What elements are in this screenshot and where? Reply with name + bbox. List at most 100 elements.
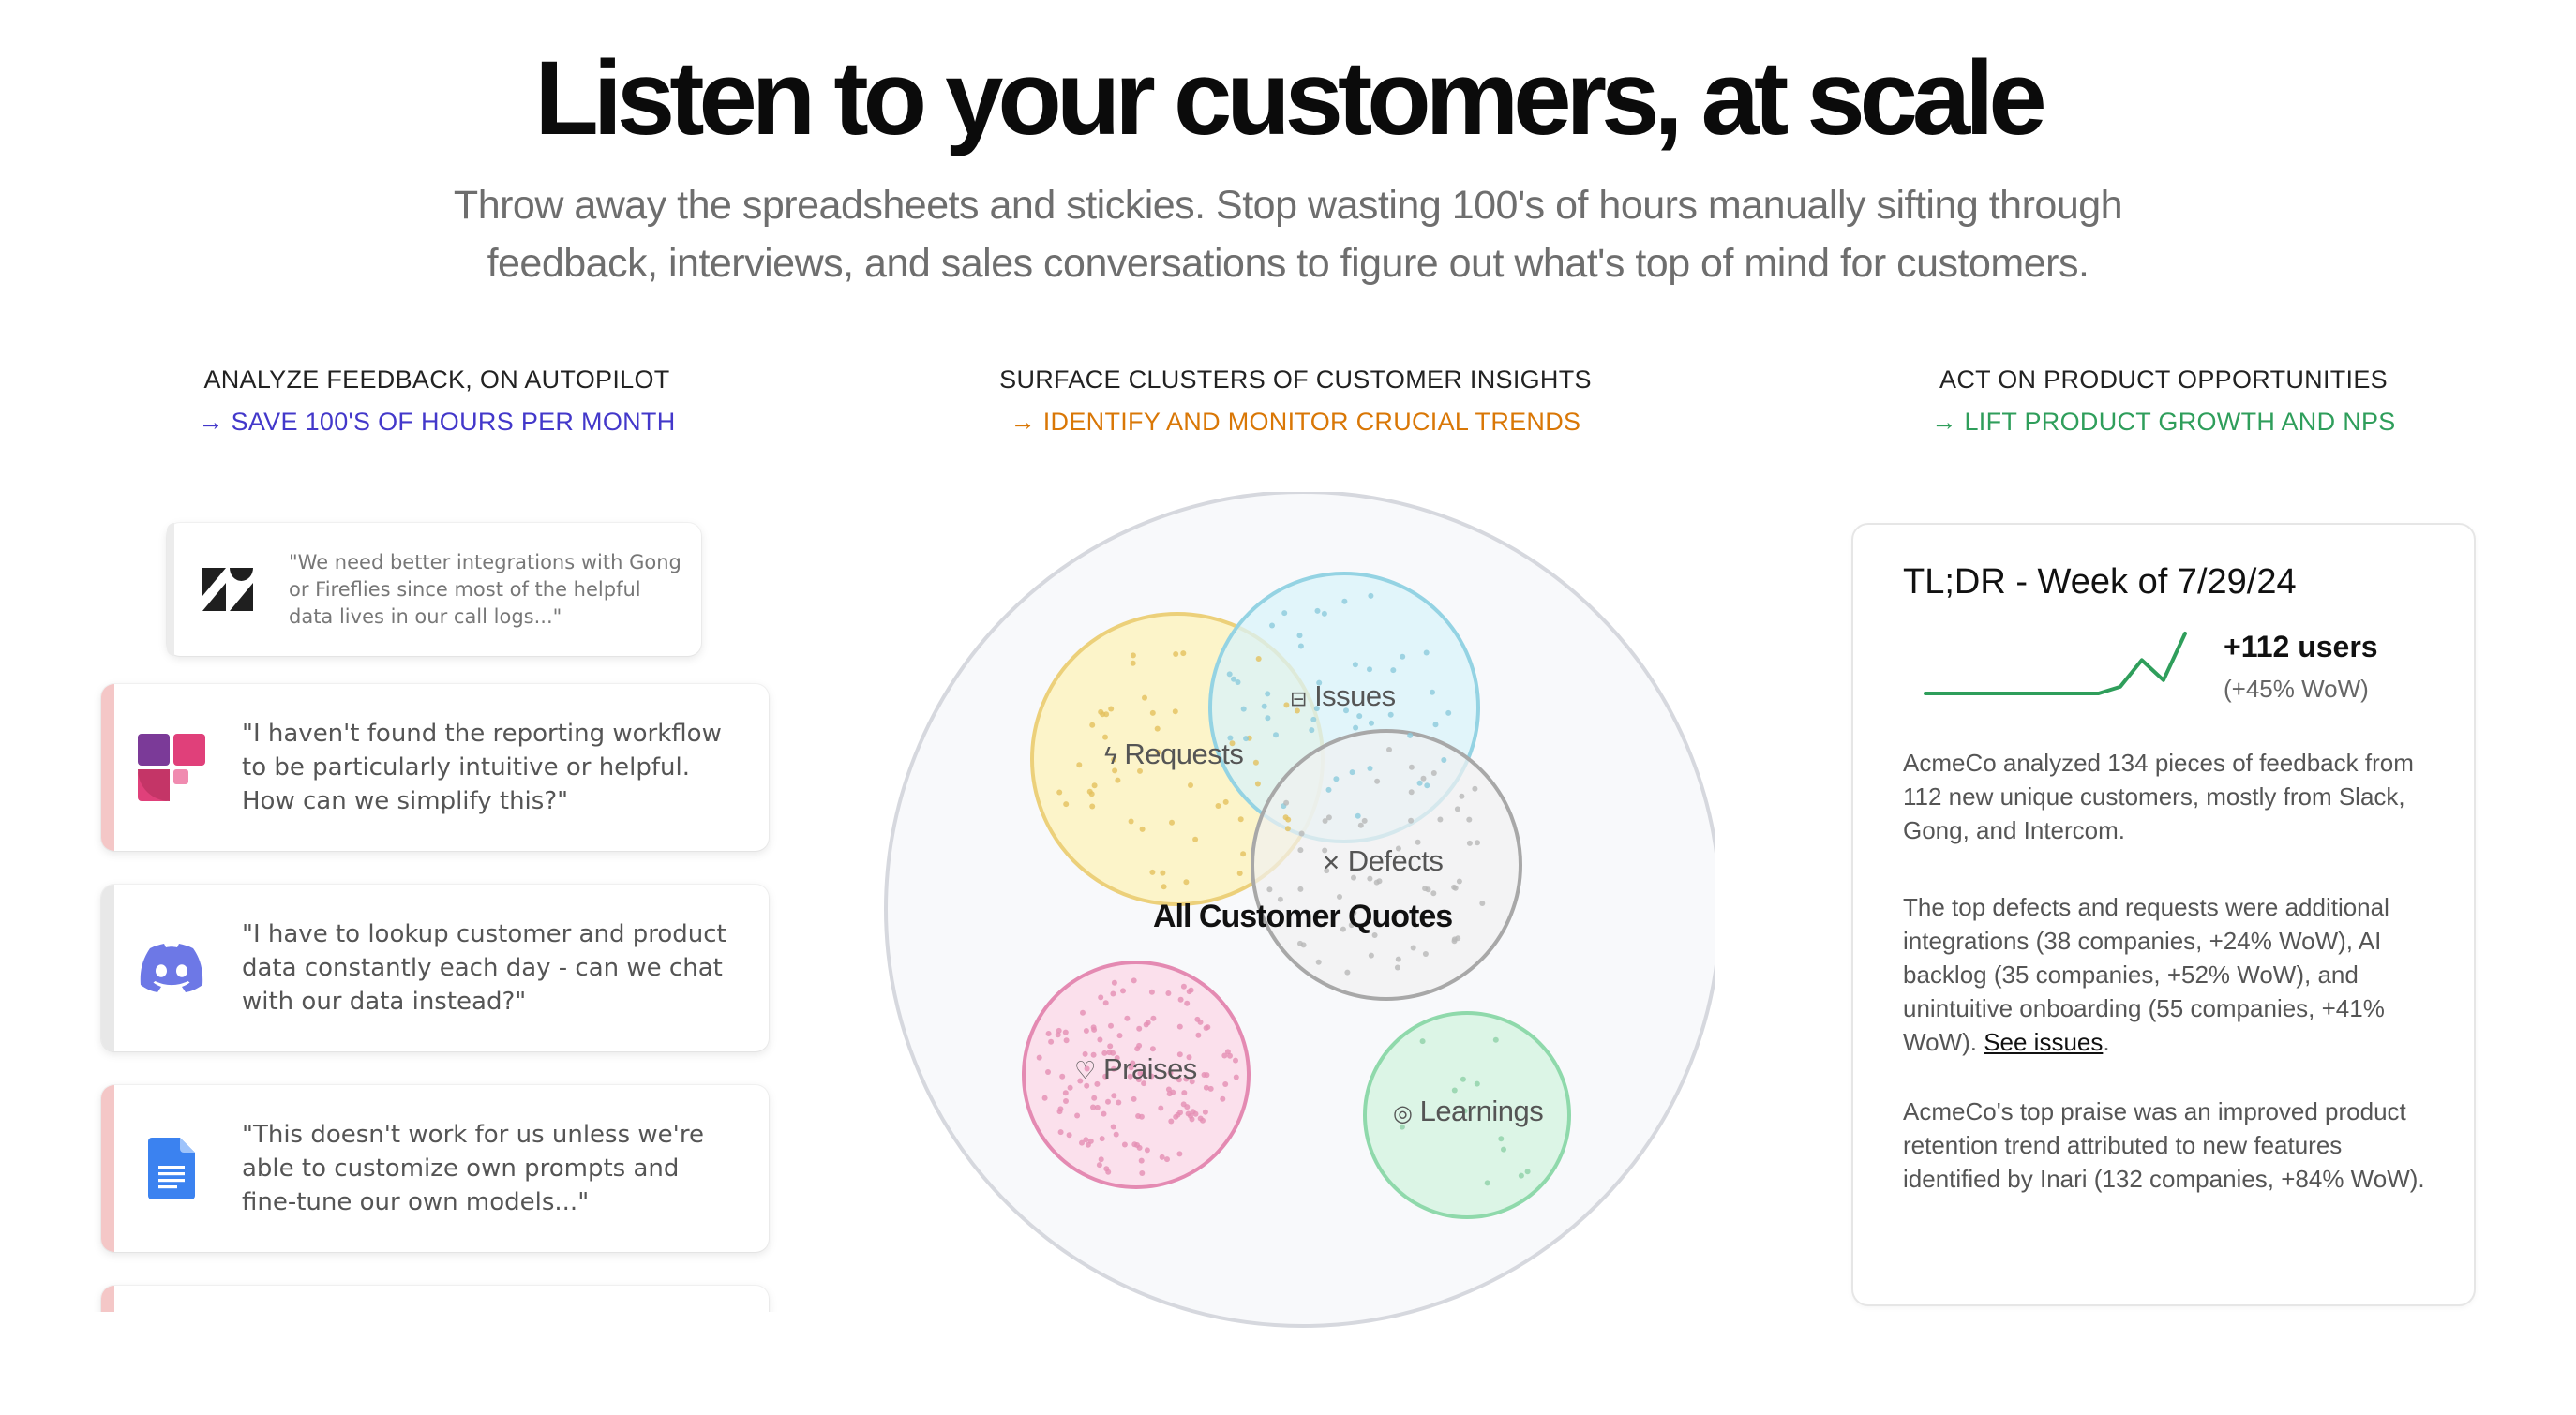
quote-dot — [1437, 816, 1444, 823]
quote-dot — [1091, 782, 1098, 789]
quote-dot — [1466, 816, 1473, 823]
quote-dot — [1121, 1141, 1128, 1148]
quote-dot — [1080, 1009, 1086, 1016]
quote-dot — [1094, 1104, 1101, 1110]
learnings-circle — [1363, 1011, 1571, 1219]
quote-dot — [1099, 1136, 1105, 1142]
cluster-issues: ⊟ Issues — [1290, 679, 1396, 713]
quote-dot — [1136, 1042, 1143, 1049]
tools-icon: ✕ — [1322, 851, 1340, 876]
quote-dot — [1111, 1093, 1117, 1099]
quote-dot — [1265, 691, 1271, 697]
quote-dot — [1410, 945, 1416, 951]
quote-dot — [1472, 785, 1478, 792]
quote-dot — [1298, 830, 1305, 837]
quote-dot — [1077, 1078, 1084, 1084]
column-heading-tagline: → IDENTIFY AND MONITOR CRUCIAL TRENDS — [1010, 408, 1581, 436]
quote-dot — [1203, 1084, 1209, 1091]
quote-dot — [1432, 722, 1439, 728]
quote-dot — [1367, 766, 1373, 771]
quote-dot — [1205, 1024, 1211, 1031]
quote-dot — [1192, 836, 1199, 842]
quote-dot — [1357, 822, 1364, 828]
quote-dot — [1316, 679, 1323, 686]
quote-dot — [1102, 1000, 1109, 1006]
quote-dot — [1273, 732, 1279, 738]
quote-dot — [1159, 1154, 1165, 1160]
quote-dot — [1090, 1051, 1097, 1058]
quote-dot — [1188, 782, 1193, 788]
quote-dot — [1390, 667, 1397, 674]
quote-dot — [1101, 1050, 1108, 1056]
quote-dot — [1176, 1051, 1183, 1058]
quote-dot — [1344, 969, 1351, 976]
quote-dot — [1097, 1036, 1103, 1043]
quote-dot — [1127, 1073, 1133, 1080]
lightning-icon: ϟ — [1104, 741, 1117, 769]
feedback-card: "I have to lookup customer and product d… — [101, 885, 769, 1051]
quote-dot — [1430, 770, 1437, 776]
column-heading-analyze: ANALYZE FEEDBACK, ON AUTOPILOT → SAVE 10… — [62, 361, 812, 440]
quote-dot — [1202, 1109, 1208, 1115]
quote-dot — [1136, 1025, 1143, 1032]
quote-dot — [1130, 652, 1136, 659]
quote-dot — [1240, 851, 1247, 857]
quote-dot — [1089, 803, 1096, 810]
inbox-icon: ⊟ — [1290, 687, 1307, 710]
quote-dot — [1325, 814, 1332, 821]
quote-dot — [1368, 592, 1374, 599]
quote-dot — [1107, 1043, 1114, 1050]
quote-dot — [1222, 798, 1229, 805]
quote-dot — [1261, 703, 1267, 709]
quote-dot — [1150, 1015, 1157, 1021]
quote-dot — [1168, 1118, 1175, 1125]
quote-dot — [1101, 1110, 1107, 1117]
quote-dot — [1177, 1110, 1183, 1116]
cluster-praises: ♡ Praises — [1074, 1052, 1197, 1086]
quote-dot — [1451, 1087, 1458, 1094]
quote-dot — [1083, 1028, 1089, 1034]
quote-dot — [1059, 1073, 1066, 1080]
hero-title: Listen to your customers, at scale — [534, 39, 2046, 156]
quote-dot — [1173, 651, 1179, 657]
feedback-card: "I haven't found the reporting workflow … — [101, 684, 769, 851]
quote-dot — [1105, 1169, 1112, 1175]
quote-dot — [1348, 922, 1355, 929]
quote-dot — [1325, 786, 1332, 793]
quote-dot — [1343, 708, 1349, 714]
quote-dot — [1056, 1109, 1063, 1115]
quote-dot — [1420, 775, 1427, 782]
quote-dot — [1394, 964, 1400, 971]
quote-dot — [1333, 776, 1340, 782]
quote-dot — [1091, 1095, 1098, 1101]
quote-dot — [1422, 886, 1429, 892]
quote-dot — [1492, 1036, 1499, 1043]
quote-dot — [1424, 782, 1430, 789]
growth-sparkline — [1924, 632, 2187, 695]
quote-dot — [1237, 816, 1244, 823]
quote-dot — [1252, 759, 1259, 766]
quote-dot — [1144, 1147, 1150, 1154]
quote-dot — [1098, 994, 1104, 1001]
quote-dot — [1200, 1117, 1206, 1124]
quote-dot — [1430, 890, 1437, 897]
quote-dot — [1096, 1162, 1102, 1169]
feedback-card-list: "We need better integrations with Gong o… — [94, 506, 787, 1312]
quote-dot — [1395, 845, 1401, 852]
quote-dot — [1340, 926, 1346, 932]
quote-dot — [1148, 989, 1155, 995]
quote-dot — [1356, 713, 1363, 720]
quote-dot — [1088, 791, 1095, 797]
quote-dot — [1407, 732, 1414, 738]
quote-dot — [1283, 799, 1290, 806]
quote-dot — [1130, 1060, 1136, 1066]
quote-dot — [1524, 1169, 1531, 1175]
quote-dot — [1192, 1110, 1199, 1117]
cluster-label: Issues — [1314, 679, 1396, 712]
quote-dot — [1395, 956, 1401, 962]
see-issues-link[interactable]: See issues — [1984, 1028, 2104, 1056]
summary-paragraph-3: AcmeCo's top praise was an improved prod… — [1903, 1097, 2425, 1193]
quote-dot — [1155, 749, 1161, 755]
quote-dot — [1105, 1098, 1111, 1105]
fingerprint-icon: ◎ — [1393, 1101, 1413, 1126]
